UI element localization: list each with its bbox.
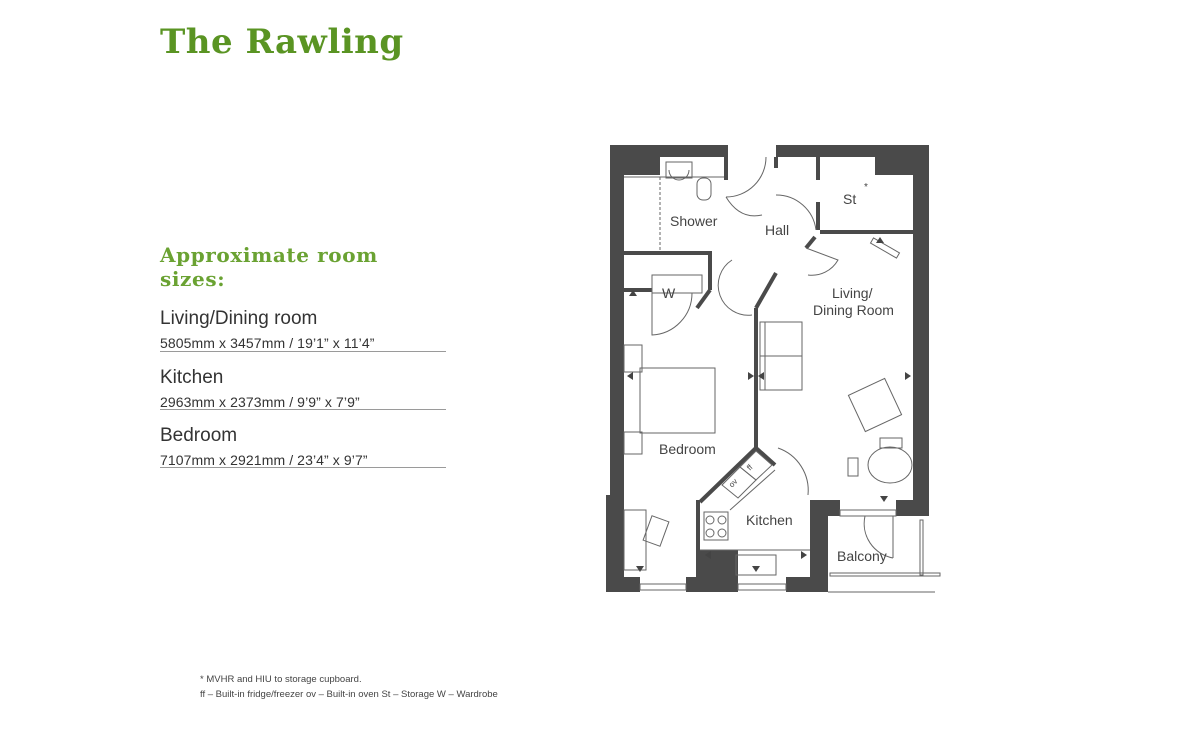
label-storage: St xyxy=(843,191,856,207)
exterior-walls xyxy=(606,145,929,592)
dimension-markers xyxy=(627,237,911,572)
room-name: Bedroom xyxy=(160,425,238,446)
label-balcony: Balcony xyxy=(837,548,887,564)
label-wardrobe: W xyxy=(662,285,676,301)
footnote-mvhr: * MVHR and HIU to storage cupboard. xyxy=(200,674,362,685)
label-shower: Shower xyxy=(670,213,718,229)
footnote-legend: ff – Built-in fridge/freezer ov – Built-… xyxy=(200,689,498,700)
label-storage-asterisk: * xyxy=(864,182,868,193)
interior-walls xyxy=(624,157,913,577)
label-living-1: Living/ xyxy=(832,285,873,301)
room-dimensions: 7107mm x 2921mm / 23’4” x 9’7” xyxy=(160,452,368,468)
room-sizes-heading: Approximate room sizes: xyxy=(160,243,378,291)
page-title: The Rawling xyxy=(160,22,404,62)
room-name: Kitchen xyxy=(160,367,224,388)
label-kitchen: Kitchen xyxy=(746,512,793,528)
label-bedroom: Bedroom xyxy=(659,441,716,457)
fixtures xyxy=(623,156,941,593)
label-hall: Hall xyxy=(765,222,789,238)
room-dimensions: 5805mm x 3457mm / 19’1” x 11’4” xyxy=(160,335,375,351)
room-size-item-bedroom: Bedroom 7107mm x 2921mm / 23’4” x 9’7” xyxy=(160,421,446,468)
floor-plan: Shower Hall St * W Living/ Dining Room B… xyxy=(606,145,941,593)
label-fridge: ff xyxy=(745,462,755,472)
room-name: Living/Dining room xyxy=(160,308,318,329)
room-size-item-kitchen: Kitchen 2963mm x 2373mm / 9’9” x 7’9” xyxy=(160,363,446,410)
room-size-item-living: Living/Dining room 5805mm x 3457mm / 19’… xyxy=(160,305,446,352)
room-dimensions: 2963mm x 2373mm / 9’9” x 7’9” xyxy=(160,394,360,410)
room-sizes-list: Living/Dining room 5805mm x 3457mm / 19’… xyxy=(160,305,446,479)
room-labels: Shower Hall St * W Living/ Dining Room B… xyxy=(659,182,894,564)
label-living-2: Dining Room xyxy=(813,302,894,318)
footnotes: * MVHR and HIU to storage cupboard. ff –… xyxy=(200,672,498,702)
